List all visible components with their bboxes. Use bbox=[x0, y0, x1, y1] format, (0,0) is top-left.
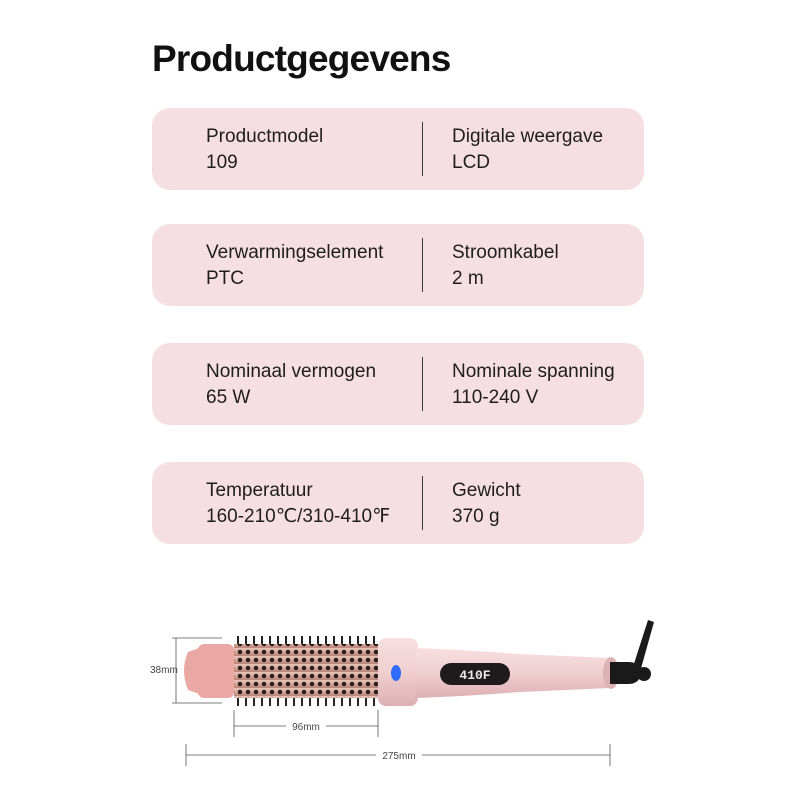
lcd-temperature: 410F bbox=[459, 668, 490, 683]
spec-card-4: Temperatuur 160-210℃/310-410℉ Gewicht 37… bbox=[152, 462, 644, 544]
spec-label: Productmodel bbox=[206, 126, 324, 147]
brush-length-dimension: 96mm bbox=[233, 710, 379, 737]
spec-label: Temperatuur bbox=[206, 480, 313, 501]
spec-divider bbox=[422, 476, 423, 530]
lcd-display bbox=[440, 663, 510, 685]
spec-value: 109 bbox=[206, 152, 238, 173]
total-length-label: 275mm bbox=[382, 751, 415, 762]
spec-cell-power-cord: Stroomkabel 2 m bbox=[452, 240, 559, 292]
spec-card-3: Nominaal vermogen 65 W Nominale spanning… bbox=[152, 343, 644, 425]
hot-brush-illustration: 38mm 410F 96mm 275m bbox=[150, 620, 654, 766]
spec-divider bbox=[422, 357, 423, 411]
spec-label: Nominaal vermogen bbox=[206, 361, 377, 382]
tip-base bbox=[198, 644, 234, 698]
spec-value: 2 m bbox=[452, 268, 484, 289]
spec-label: Verwarmingselement bbox=[206, 242, 384, 263]
power-cord-icon bbox=[632, 620, 654, 672]
spec-card-2: Verwarmingselement PTC Stroomkabel 2 m bbox=[152, 224, 644, 306]
spec-cell-heating-element: Verwarmingselement PTC bbox=[206, 240, 383, 292]
page-title: Productgegevens bbox=[152, 38, 451, 79]
spec-value: PTC bbox=[206, 268, 244, 289]
spec-value: 110-240 V bbox=[452, 387, 539, 408]
spec-value: 370 g bbox=[452, 506, 500, 527]
spec-cell-temperature: Temperatuur 160-210℃/310-410℉ bbox=[206, 478, 390, 530]
spec-label: Digitale weergave bbox=[452, 126, 604, 147]
spec-label: Gewicht bbox=[452, 480, 521, 501]
total-length-dimension: 275mm bbox=[185, 744, 611, 766]
spec-cell-rated-power: Nominaal vermogen 65 W bbox=[206, 359, 376, 411]
power-led-icon bbox=[391, 665, 401, 681]
spec-cell-product-model: Productmodel 109 bbox=[206, 124, 323, 176]
spec-divider bbox=[422, 238, 423, 292]
spec-card-1: Productmodel 109 Digitale weergave LCD bbox=[152, 108, 644, 190]
spec-cell-digital-display: Digitale weergave LCD bbox=[452, 124, 603, 176]
spec-label: Nominale spanning bbox=[452, 361, 615, 382]
handle-body bbox=[416, 648, 614, 698]
tip-cap bbox=[184, 647, 202, 695]
brush-barrel bbox=[234, 644, 380, 698]
spec-cell-weight: Gewicht 370 g bbox=[452, 478, 521, 530]
brush-length-label: 96mm bbox=[292, 722, 320, 733]
spec-value: 65 W bbox=[206, 387, 251, 408]
diameter-label: 38mm bbox=[150, 665, 178, 676]
spec-label: Stroomkabel bbox=[452, 242, 559, 263]
diameter-dimension: 38mm bbox=[150, 637, 222, 704]
spec-cell-rated-voltage: Nominale spanning 110-240 V bbox=[452, 359, 615, 411]
spec-value: LCD bbox=[452, 152, 491, 173]
spec-value: 160-210℃/310-410℉ bbox=[206, 506, 391, 527]
spec-divider bbox=[422, 122, 423, 176]
